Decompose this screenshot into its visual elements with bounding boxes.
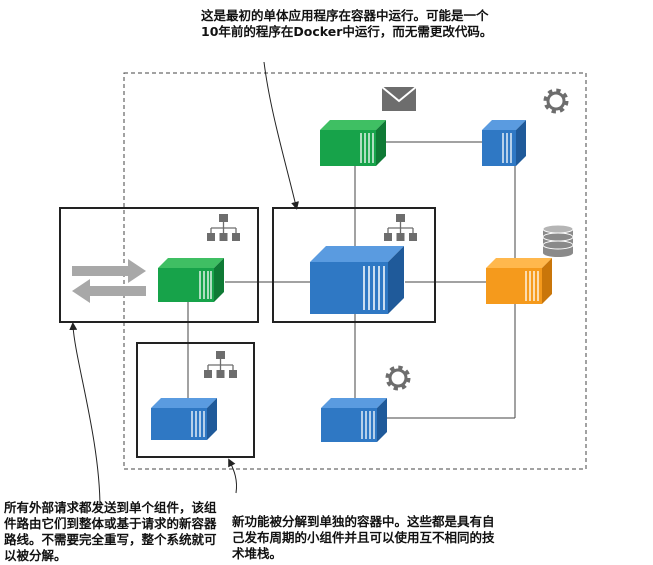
router-group-box bbox=[59, 207, 259, 323]
database-icon bbox=[542, 224, 574, 257]
network-tree-icon bbox=[207, 214, 240, 241]
arrow-left-icon bbox=[72, 279, 146, 303]
annotation-bottom-right: 新功能被分解到单独的容器中。这些都是具有自己发布周期的小组件并且可以使用互不相同… bbox=[232, 514, 495, 561]
arrow-right-icon bbox=[72, 259, 146, 283]
email-service-container bbox=[320, 120, 386, 166]
callout-leader-lines bbox=[69, 61, 299, 509]
database-service-container bbox=[486, 258, 552, 304]
envelope-icon bbox=[381, 86, 417, 111]
monolith-container bbox=[310, 246, 404, 314]
network-tree-icon bbox=[384, 214, 417, 241]
new-service-container bbox=[151, 398, 217, 440]
settings-service-container bbox=[482, 120, 526, 166]
annotation-bottom-left: 所有外部请求都发送到单个组件，该组件路由它们到整体或基于请求的新容器路线。不需要… bbox=[4, 500, 217, 563]
system-boundary bbox=[123, 72, 587, 470]
monolith-group-box bbox=[272, 207, 436, 323]
gear-icon bbox=[543, 88, 569, 114]
worker-service-container bbox=[321, 398, 387, 442]
new-service-group-box bbox=[136, 342, 255, 458]
router-container bbox=[158, 258, 224, 302]
gear-icon bbox=[385, 365, 411, 391]
traffic-arrows bbox=[72, 259, 146, 303]
network-tree-icon bbox=[204, 351, 237, 378]
annotation-top: 这是最初的单体应用程序在容器中运行。可能是一个10年前的程序在Docker中运行… bbox=[201, 8, 493, 39]
